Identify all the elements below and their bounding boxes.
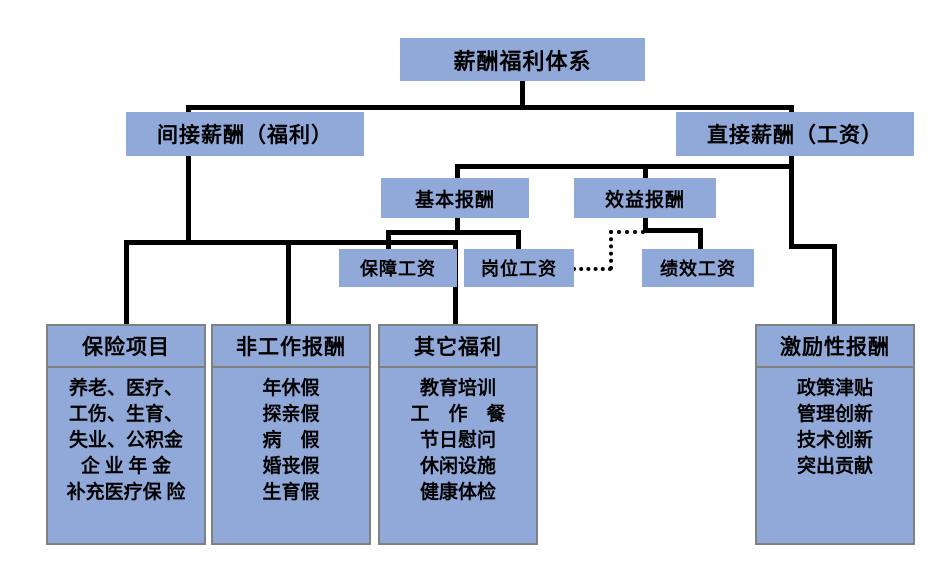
group-header-insurance: 保险项目	[48, 326, 204, 368]
list-item: 补充医疗保 险	[66, 482, 186, 503]
group-items-insurance: 养老、医疗、 工伤、生育、 失业、公积金 企 业 年 金 补充医疗保 险	[48, 368, 204, 543]
list-item: 工 作 餐	[410, 404, 506, 425]
group-box-other-welfare[interactable]: 其它福利 教育培训 工 作 餐 节日慰问 休闲设施 健康体检	[378, 324, 538, 545]
node-direct-compensation[interactable]: 直接薪酬（工资）	[676, 112, 914, 156]
node-benefit-pay-label: 效益报酬	[604, 189, 685, 211]
list-item: 病 假	[262, 430, 320, 451]
list-item: 管理创新	[796, 404, 873, 425]
connector-benefit-elbow-bar	[643, 228, 703, 233]
list-item: 技术创新	[796, 430, 873, 451]
node-post-wage[interactable]: 岗位工资	[464, 249, 574, 287]
node-root-label: 薪酬福利体系	[453, 48, 592, 74]
connector-dotted-post-wage-horizontal	[572, 267, 612, 271]
node-performance-wage-label: 绩效工资	[660, 259, 736, 279]
node-direct-compensation-label: 直接薪酬（工资）	[707, 123, 883, 147]
connector-to-incentive-pay	[832, 244, 837, 326]
group-header-non-work-pay: 非工作报酬	[213, 326, 369, 368]
connector-dotted-post-wage-vertical	[609, 230, 613, 270]
node-root[interactable]: 薪酬福利体系	[400, 38, 645, 81]
connector-root-stem	[520, 80, 525, 109]
connector-to-performance-wage	[698, 228, 703, 250]
list-item: 教育培训	[419, 378, 496, 399]
list-item: 政策津贴	[796, 378, 873, 399]
node-indirect-compensation[interactable]: 间接薪酬（福利）	[126, 112, 364, 156]
node-guarantee-wage-label: 保障工资	[360, 259, 436, 279]
list-item: 失业、公积金	[68, 430, 183, 451]
group-box-insurance[interactable]: 保险项目 养老、医疗、 工伤、生育、 失业、公积金 企 业 年 金 补充医疗保 …	[46, 324, 206, 545]
connector-to-non-work-pay	[286, 240, 291, 326]
connector-welfare-bar	[124, 240, 458, 245]
node-indirect-compensation-label: 间接薪酬（福利）	[157, 123, 333, 147]
list-item: 休闲设施	[419, 456, 496, 477]
list-item: 节日慰问	[419, 430, 496, 451]
group-box-incentive-pay[interactable]: 激励性报酬 政策津贴 管理创新 技术创新 突出贡献	[755, 324, 915, 545]
group-header-incentive-pay: 激励性报酬	[757, 326, 913, 368]
connector-incentive-stem	[789, 155, 794, 248]
connector-incentive-elbow-bar	[789, 244, 837, 249]
list-item: 健康体检	[419, 482, 496, 503]
connector-dotted-post-wage-top	[609, 230, 645, 234]
connector-indirect-stem	[186, 155, 191, 243]
connector-level2-bar	[186, 105, 794, 110]
list-item: 探亲假	[262, 404, 320, 425]
connector-wage-bar	[386, 230, 521, 235]
list-item: 生育假	[262, 482, 320, 503]
list-item: 年休假	[262, 378, 320, 399]
node-basic-pay[interactable]: 基本报酬	[381, 178, 529, 218]
list-item: 突出贡献	[796, 456, 873, 477]
connector-basic-pay-stem	[455, 216, 460, 233]
connector-to-insurance	[124, 240, 129, 326]
group-items-incentive-pay: 政策津贴 管理创新 技术创新 突出贡献	[757, 368, 913, 543]
list-item: 企 业 年 金	[80, 456, 172, 477]
list-item: 养老、医疗、	[68, 378, 183, 399]
connector-to-indirect	[186, 105, 191, 116]
connector-to-basic-pay	[455, 164, 460, 178]
connector-benefit-pay-stem	[643, 216, 648, 233]
connector-to-direct	[789, 105, 794, 116]
node-basic-pay-label: 基本报酬	[414, 189, 495, 211]
connector-to-guarantee-wage	[386, 230, 391, 250]
group-header-other-welfare: 其它福利	[380, 326, 536, 368]
node-benefit-pay[interactable]: 效益报酬	[574, 178, 716, 218]
node-performance-wage[interactable]: 绩效工资	[642, 249, 754, 287]
list-item: 婚丧假	[262, 456, 320, 477]
group-box-non-work-pay[interactable]: 非工作报酬 年休假 探亲假 病 假 婚丧假 生育假	[211, 324, 371, 545]
connector-level3-bar	[455, 164, 794, 169]
node-post-wage-label: 岗位工资	[481, 259, 557, 279]
connector-to-post-wage	[516, 230, 521, 250]
connector-to-benefit-pay	[643, 164, 648, 178]
group-items-other-welfare: 教育培训 工 作 餐 节日慰问 休闲设施 健康体检	[380, 368, 536, 543]
node-guarantee-wage[interactable]: 保障工资	[339, 249, 457, 287]
list-item: 工伤、生育、	[68, 404, 183, 425]
group-items-non-work-pay: 年休假 探亲假 病 假 婚丧假 生育假	[213, 368, 369, 543]
